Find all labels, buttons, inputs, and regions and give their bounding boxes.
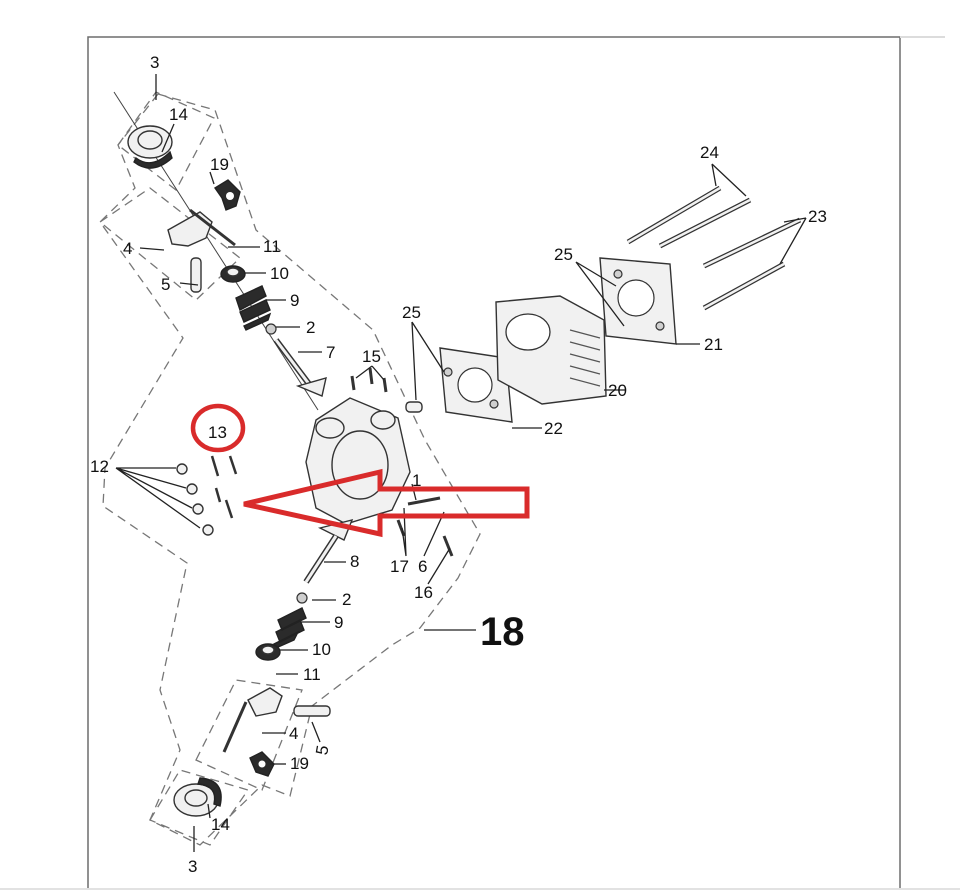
- callout-bot-8: 8: [350, 552, 359, 571]
- callout-bot-2: 2: [342, 590, 351, 609]
- callout-23: 23: [808, 207, 827, 226]
- top-pin-5-part: [190, 257, 202, 293]
- bottom-seal-2-part: [296, 592, 308, 604]
- cylinder-head-1-part: [305, 397, 411, 525]
- callout-bot-5: 5: [312, 744, 332, 757]
- gasket-21-part: [599, 257, 677, 345]
- callout-top-5: 5: [161, 275, 170, 294]
- top-seal-2-part: [265, 323, 277, 335]
- dowel-25-part: [405, 401, 423, 413]
- callout-20: 20: [608, 381, 627, 400]
- diagram-frame: [87, 36, 901, 890]
- callout-bot-11: 11: [303, 665, 321, 684]
- callout-24: 24: [700, 143, 719, 162]
- leader-lines: [115, 74, 807, 852]
- callout-top-14: 14: [169, 105, 188, 124]
- callout-12: 12: [90, 457, 109, 476]
- callout-top-9: 9: [290, 291, 299, 310]
- callout-top-3: 3: [150, 53, 159, 72]
- bolts-13-part: [210, 455, 238, 519]
- callout-21: 21: [704, 335, 723, 354]
- callout-bot-4: 4: [289, 724, 298, 743]
- top-rocker-arm-part: [167, 208, 236, 247]
- callout-bot-9: 9: [334, 613, 343, 632]
- callout-22: 22: [544, 419, 563, 438]
- top-rocker-group-outline: [98, 187, 241, 301]
- bottom-rocker-arm-part: [222, 687, 283, 753]
- callout-25-mid: 25: [402, 303, 421, 322]
- top-cap-group-outline: [117, 91, 215, 191]
- callout-top-2: 2: [306, 318, 315, 337]
- gasket-22-part: [439, 347, 513, 423]
- top-retainer-10-part: [220, 265, 246, 283]
- top-valve-7-part: [273, 338, 327, 397]
- cylinder-20-part: [495, 295, 607, 405]
- callout-top-7: 7: [326, 343, 335, 362]
- assembly-group-outline: [99, 93, 481, 846]
- bottom-pin-5-part: [293, 705, 331, 717]
- top-spring-9-part: [235, 285, 272, 331]
- bottom-rocker-group-outline: [195, 679, 303, 791]
- callout-top-19: 19: [210, 155, 229, 174]
- callout-bot-3: 3: [188, 857, 197, 876]
- callout-bot-19: 19: [290, 754, 309, 773]
- callout-top-4: 4: [123, 239, 132, 258]
- callout-18: 18: [480, 610, 525, 654]
- callout-15: 15: [362, 347, 381, 366]
- highlight-arrow: [243, 468, 530, 538]
- callout-top-11: 11: [263, 237, 281, 256]
- bolt-16-part: [442, 535, 454, 557]
- bottom-cap-group-outline: [149, 769, 250, 846]
- caps-12-part: [176, 463, 214, 536]
- studs-23-part: [702, 217, 802, 311]
- callout-13: 13: [208, 423, 227, 442]
- callout-16: 16: [414, 583, 433, 602]
- callout-17: 17: [390, 557, 409, 576]
- highlight-circle: [190, 403, 246, 453]
- callout-bot-10: 10: [312, 640, 331, 659]
- callout-top-10: 10: [270, 264, 289, 283]
- top-clip-19-part: [214, 179, 241, 211]
- bolts-15-part: [350, 367, 388, 393]
- top-cap-part: [127, 125, 173, 169]
- studs-24-part: [626, 185, 752, 249]
- bottom-cap-part: [173, 777, 222, 817]
- callout-bot-14: 14: [211, 815, 230, 834]
- callout-6: 6: [418, 557, 427, 576]
- bottom-retainer-10-part: [255, 643, 281, 661]
- callout-25-right: 25: [554, 245, 573, 264]
- callout-1: 1: [412, 471, 421, 490]
- bottom-clip-19-part: [249, 751, 275, 777]
